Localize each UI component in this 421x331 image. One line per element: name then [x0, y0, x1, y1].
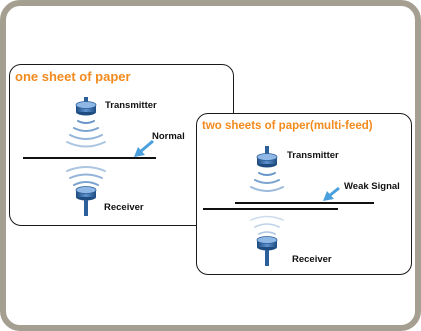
signal-label: Normal: [152, 131, 185, 142]
signal-wave-icon: [250, 172, 284, 192]
panel-one-illustration: [23, 97, 156, 216]
panel-one-sheet: one sheet of paper: [9, 64, 234, 226]
arrow-icon: [323, 186, 340, 201]
receiver-icon: [75, 186, 97, 216]
transmitter-label: Transmitter: [287, 150, 339, 161]
transmitter-icon: [75, 97, 97, 116]
panel-title: two sheets of paper(multi-feed): [202, 120, 373, 132]
receiver-label: Receiver: [292, 254, 332, 265]
signal-wave-icon: [66, 166, 106, 186]
signal-wave-icon: [250, 215, 284, 235]
transmitter-label: Transmitter: [105, 100, 157, 111]
signal-wave-icon: [66, 120, 106, 148]
transmitter-icon: [256, 146, 278, 168]
arrow-icon: [134, 139, 154, 157]
panel-title: one sheet of paper: [15, 69, 131, 84]
panel-two-sheets: two sheets of paper(multi-feed): [196, 113, 412, 275]
receiver-label: Receiver: [104, 202, 144, 213]
signal-label: Weak Signal: [344, 181, 400, 192]
panel-two-illustration: [203, 146, 374, 266]
receiver-icon: [256, 236, 278, 266]
